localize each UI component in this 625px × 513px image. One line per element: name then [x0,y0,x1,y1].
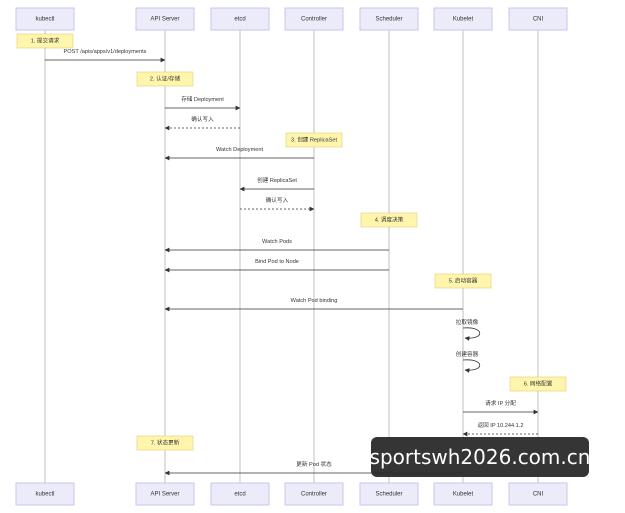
participant-box [210,482,270,506]
participant-label: Controller [301,492,327,498]
note-3: 3. 创建 ReplicaSet [285,132,343,148]
participant-bottom-kubectl: kubectl [15,482,75,506]
message-3: 确认写入 [164,115,240,131]
participant-bottom-api-server: API Server [135,482,195,506]
message-label: Watch Deployment [216,147,263,153]
participant-box [135,7,195,31]
participant-top-cni: CNI [508,7,568,31]
message-label: 存储 Deployment [181,95,224,103]
participant-bottom-cni: CNI [508,482,568,506]
message-label: 创建 ReplicaSet [257,176,297,184]
note-box [434,273,492,289]
participant-label: API Server [150,492,179,498]
message-7: Watch Pods [164,239,389,253]
participant-top-etcd: etcd [210,7,270,31]
note-label: 1. 提交请求 [31,36,60,44]
message-label: Watch Pod binding [291,298,338,304]
message-8: Bind Pod to Node [164,259,389,273]
note-1: 1. 提交请求 [16,33,74,49]
participant-label: kubectl [35,17,54,23]
participant-box [15,7,75,31]
participant-label: Kubelet [453,492,474,498]
watermark-banner: sportswh2026.com.cn [370,437,590,477]
note-box [285,132,343,148]
participant-box [508,482,568,506]
participant-label: CNI [533,17,544,23]
note-label: 3. 创建 ReplicaSet [291,135,337,143]
participant-box [433,482,493,506]
message-5: 创建 ReplicaSet [239,176,314,192]
participant-label: API Server [150,17,179,23]
participant-label: Scheduler [375,17,402,23]
note-label: 4. 调度决策 [375,215,404,223]
participant-top-kubectl: kubectl [15,7,75,31]
message-arrow [462,359,481,373]
participant-box [359,7,419,31]
participant-top-api-server: API Server [135,7,195,31]
message-label: Watch Pods [262,239,292,245]
participant-top-kubelet: Kubelet [433,7,493,31]
participant-label: etcd [234,17,245,23]
message-11: 创建容器 [456,350,481,373]
note-label: 6. 网络配置 [524,379,553,387]
note-6: 6. 网络配置 [509,376,567,392]
message-12: 请求 IP 分配 [463,399,539,415]
message-label: 确认写入 [266,196,289,204]
message-label: 请求 IP 分配 [485,399,516,407]
participant-label: CNI [533,492,544,498]
message-label: 返回 IP 10.244.1.2 [478,422,524,429]
message-13: 返回 IP 10.244.1.2 [462,422,538,437]
message-label: 创建容器 [456,350,479,358]
participant-label: Scheduler [375,492,402,498]
participant-box [508,7,568,31]
participant-box [359,482,419,506]
message-arrow [462,327,481,341]
participant-bottom-kubelet: Kubelet [433,482,493,506]
participant-bottom-controller: Controller [284,482,344,506]
participant-label: kubectl [35,492,54,498]
message-6: 确认写入 [240,196,315,212]
message-label: 确认写入 [191,115,214,123]
participant-label: etcd [234,492,245,498]
message-9: Watch Pod binding [164,298,463,312]
note-label: 5. 启动容器 [449,276,478,284]
participant-label: Controller [301,17,327,23]
message-2: 存储 Deployment [165,95,241,111]
message-4: Watch Deployment [164,147,314,161]
message-1: POST /apis/apps/v1/deployments [45,49,166,63]
note-label: 2. 认证/存储 [150,74,181,82]
participant-box [210,7,270,31]
note-box [136,435,194,451]
note-4: 4. 调度决策 [360,212,418,228]
message-label: Bind Pod to Node [255,259,299,265]
message-label: 更新 Pod 状态 [296,460,332,468]
note-2: 2. 认证/存储 [136,71,194,87]
note-box [136,71,194,87]
participant-label: Kubelet [453,17,474,23]
participant-bottom-etcd: etcd [210,482,270,506]
note-label: 7. 状态更新 [151,438,180,446]
participant-top-controller: Controller [284,7,344,31]
note-box [16,33,74,49]
message-label: POST /apis/apps/v1/deployments [64,49,147,55]
note-5: 5. 启动容器 [434,273,492,289]
message-label: 拉取镜像 [456,318,479,326]
participant-box [135,482,195,506]
participant-box [284,482,344,506]
note-box [360,212,418,228]
participant-box [284,7,344,31]
participant-box [15,482,75,506]
participant-bottom-scheduler: Scheduler [359,482,419,506]
note-7: 7. 状态更新 [136,435,194,451]
participant-top-scheduler: Scheduler [359,7,419,31]
participant-box [433,7,493,31]
message-10: 拉取镜像 [456,318,481,341]
note-box [509,376,567,392]
